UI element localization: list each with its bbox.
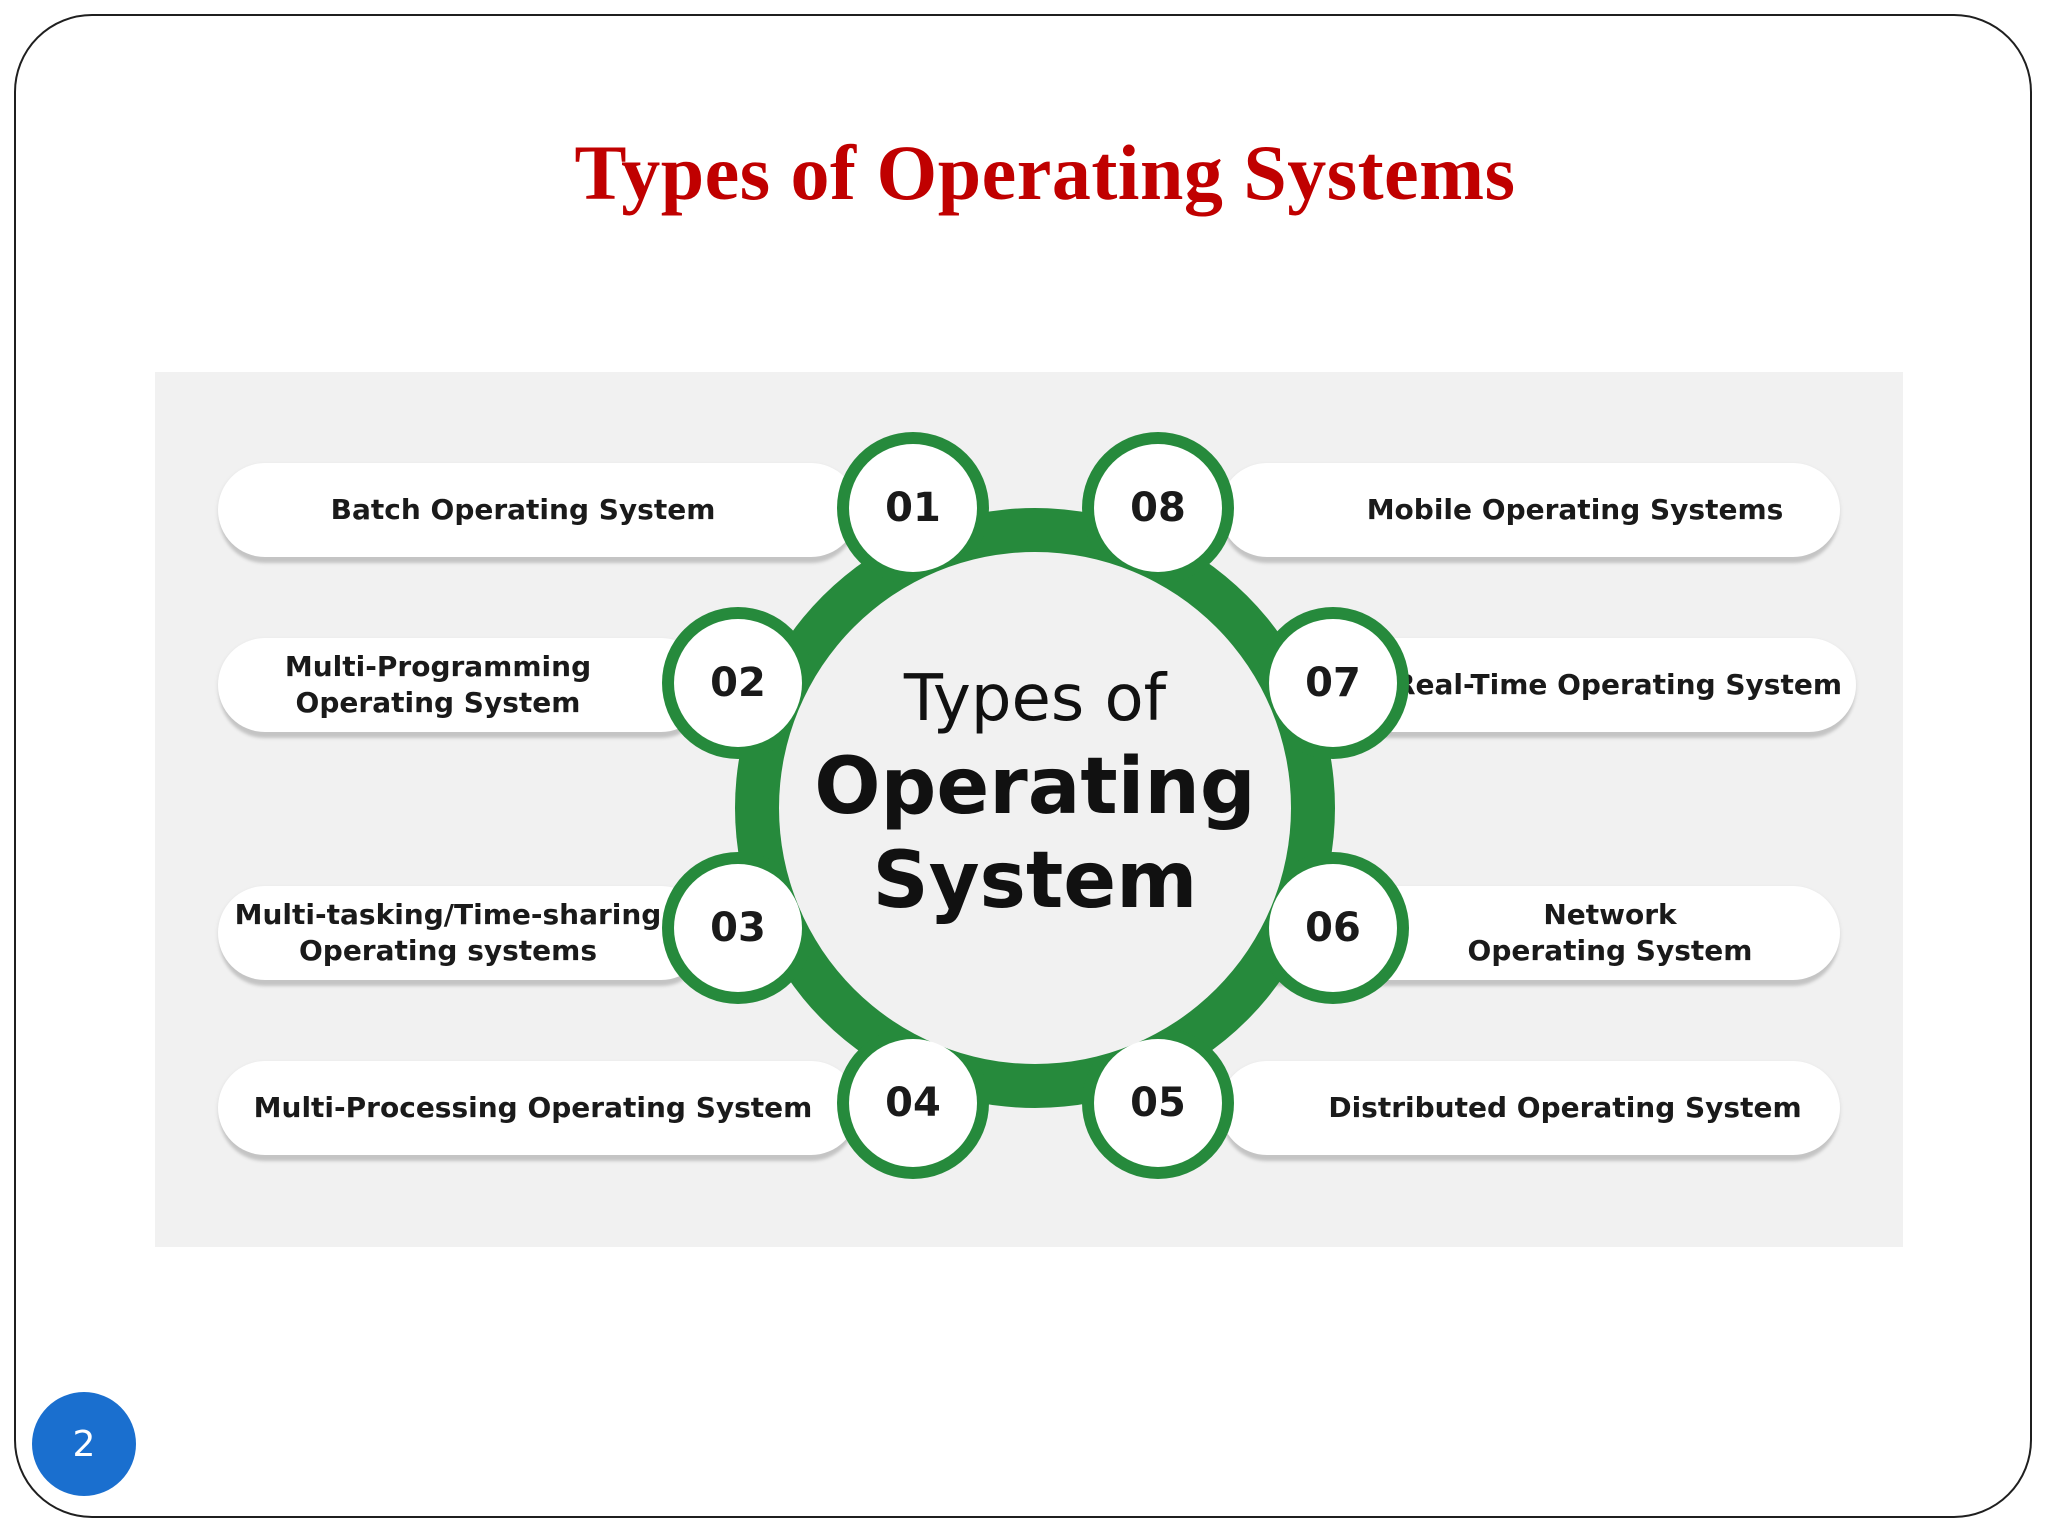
type-label-text: Multi-Processing Operating System: [253, 1091, 813, 1124]
type-label-01: Batch Operating System: [218, 463, 858, 557]
hub-center: [779, 552, 1291, 1064]
type-number-02: 02: [710, 660, 766, 706]
type-label-text: Multi-tasking/Time-sharing Operating sys…: [234, 898, 662, 967]
type-label-03: Multi-tasking/Time-sharing Operating sys…: [218, 886, 708, 980]
node-circle-01: [849, 444, 977, 572]
type-label-text: Real-Time Operating System: [1393, 668, 1843, 701]
type-label-text: Network Operating System: [1467, 898, 1753, 967]
type-number-01: 01: [885, 485, 941, 531]
node-circle-02: [674, 619, 802, 747]
node-circle-04: [849, 1039, 977, 1167]
type-number-07: 07: [1305, 660, 1361, 706]
type-label-08: Mobile Operating Systems: [1220, 463, 1840, 557]
type-label-04: Multi-Processing Operating System: [218, 1061, 858, 1155]
node-circle-06: [1269, 864, 1397, 992]
type-label-02: Multi-Programming Operating System: [218, 638, 708, 732]
center-title-line1: Types of: [903, 662, 1167, 736]
type-label-text: Distributed Operating System: [1328, 1091, 1802, 1124]
type-label-text: Batch Operating System: [330, 493, 716, 526]
page-number-badge: 2: [32, 1392, 136, 1496]
type-label-05: Distributed Operating System: [1220, 1061, 1840, 1155]
type-number-05: 05: [1130, 1080, 1186, 1126]
type-number-08: 08: [1130, 485, 1186, 531]
center-title-line2: Operating: [814, 742, 1256, 832]
type-label-text: Multi-Programming Operating System: [284, 650, 592, 719]
node-circle-08: [1094, 444, 1222, 572]
type-label-text: Mobile Operating Systems: [1366, 493, 1784, 526]
type-number-04: 04: [885, 1080, 941, 1126]
node-circle-07: [1269, 619, 1397, 747]
type-number-03: 03: [710, 905, 766, 951]
node-circle-05: [1094, 1039, 1222, 1167]
center-title-line3: System: [872, 836, 1198, 926]
type-number-06: 06: [1305, 905, 1361, 951]
node-circle-03: [674, 864, 802, 992]
slide-title: Types of Operating Systems: [574, 129, 1516, 216]
